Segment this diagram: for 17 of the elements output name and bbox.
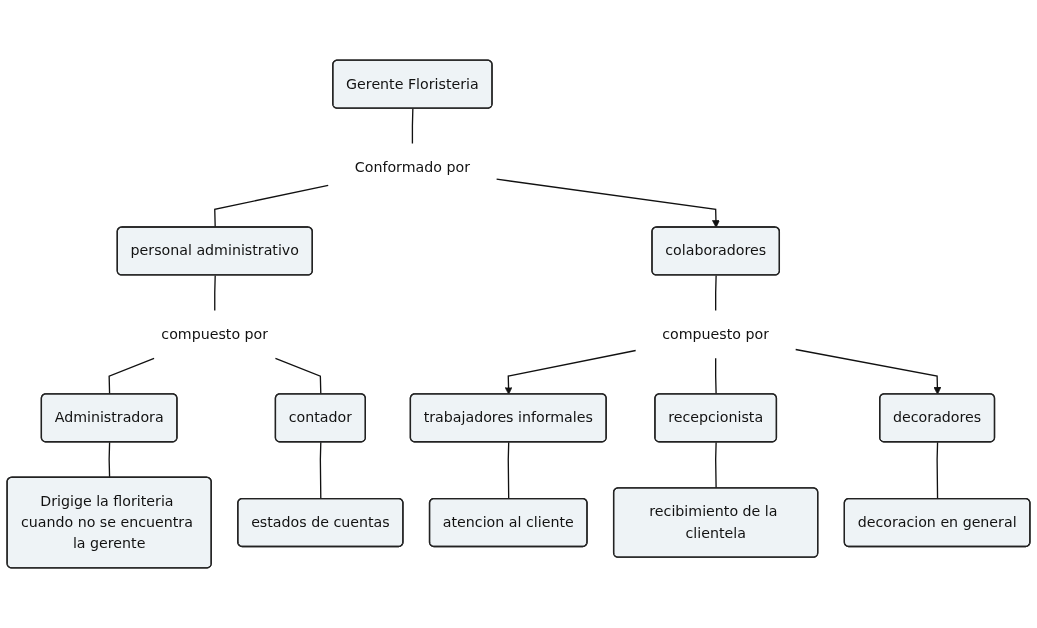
connector [274, 357, 322, 395]
connector [507, 441, 510, 500]
connector [319, 441, 322, 500]
connector [715, 274, 717, 312]
connector [715, 357, 717, 395]
connector [214, 184, 329, 229]
node-text: Conformado por [354, 158, 470, 176]
connector [936, 441, 939, 500]
node-text: compuesto por [161, 325, 269, 343]
connector [108, 441, 111, 479]
connector [411, 107, 414, 145]
node-text: compuesto por [662, 325, 770, 343]
arrow [495, 178, 720, 228]
connector [214, 274, 216, 312]
arrow [504, 349, 637, 395]
arrow [795, 348, 942, 395]
connector [108, 357, 155, 395]
